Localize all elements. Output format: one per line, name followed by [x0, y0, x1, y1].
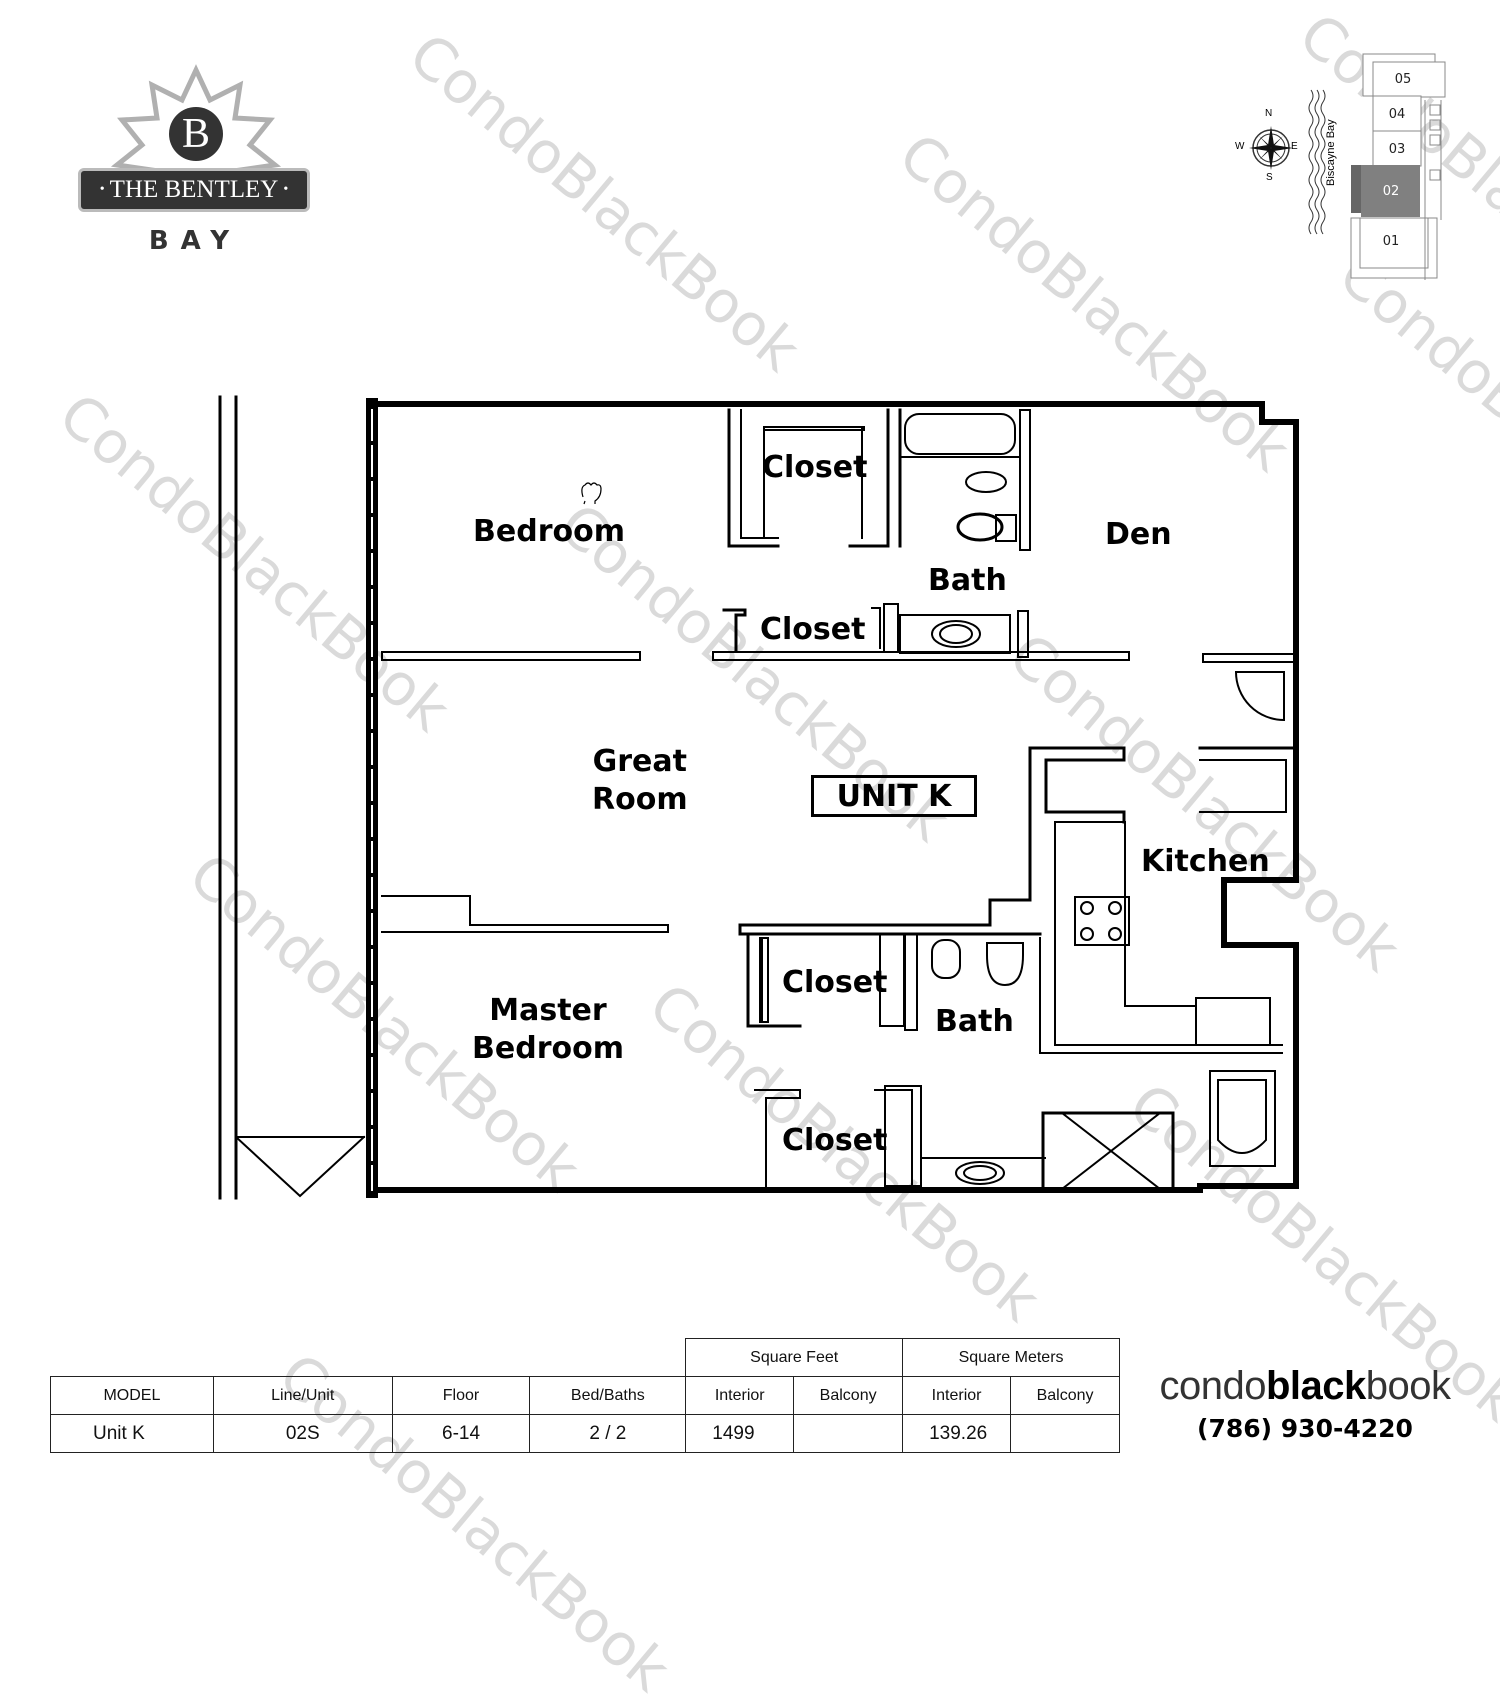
header-sqft-interior: Interior	[685, 1376, 795, 1415]
room-label-bedroom: Bedroom	[473, 514, 625, 549]
room-label-kitchen: Kitchen	[1141, 844, 1270, 879]
logo-subtitle: BAY	[148, 226, 242, 256]
unit-tag: UNIT K	[811, 775, 977, 817]
brand-part-condo: condo	[1159, 1364, 1266, 1408]
building-logo: B •THE BENTLEY• BAY	[70, 60, 320, 270]
cell-sqm-balcony	[1010, 1414, 1120, 1453]
compass-west: W	[1235, 141, 1245, 152]
svg-text:03: 03	[1389, 142, 1406, 157]
floor-plan-walls	[218, 395, 1299, 1200]
header-model: MODEL	[50, 1376, 214, 1415]
compass-south: S	[1266, 172, 1273, 183]
brand-part-book: book	[1365, 1364, 1451, 1408]
room-label-bath-2: Bath	[935, 1004, 1014, 1039]
cell-bed-baths: 2 / 2	[529, 1414, 687, 1453]
room-label-closet-4: Closet	[782, 1123, 888, 1158]
brand-phone[interactable]: (786) 930-4220	[1197, 1414, 1413, 1443]
room-label-closet-1: Closet	[762, 450, 868, 485]
compass-icon	[1249, 126, 1293, 170]
cell-sqm-interior: 139.26	[902, 1414, 1012, 1453]
logo-name: THE BENTLEY	[109, 176, 279, 203]
svg-text:05: 05	[1395, 72, 1412, 87]
room-label-bath-1: Bath	[928, 563, 1007, 598]
brand-block: condoblackbook (786) 930-4220	[1135, 1366, 1475, 1443]
cell-sqft-balcony	[793, 1414, 904, 1453]
table-row: Unit K 02S 6-14 2 / 2 1499 139.26	[50, 1414, 1120, 1453]
hand-cursor-icon	[581, 482, 602, 505]
svg-text:04: 04	[1389, 107, 1406, 122]
header-bed-baths: Bed/Baths	[529, 1376, 687, 1415]
room-label-closet-2: Closet	[760, 612, 866, 647]
room-label-master-bedroom: Master Bedroom	[472, 992, 624, 1067]
great-room-line2: Room	[592, 781, 688, 817]
cell-sqft-interior: 1499	[685, 1414, 795, 1453]
floor-plan: Bedroom Closet Den Bath Closet Great Roo…	[218, 395, 1299, 1200]
header-line-unit: Line/Unit	[212, 1376, 393, 1415]
highlighted-unit-02	[1361, 165, 1420, 217]
cell-floor: 6-14	[391, 1414, 531, 1453]
room-label-closet-3: Closet	[782, 965, 888, 1000]
compass-east: E	[1291, 141, 1298, 152]
logo-banner: •THE BENTLEY•	[78, 168, 310, 212]
cell-model: Unit K	[50, 1414, 214, 1453]
logo-monogram: B	[181, 111, 210, 157]
water-waves-icon	[1308, 89, 1326, 235]
key-plan: 05 04 03 02 01 N S E W Biscayne Bay	[1225, 50, 1465, 290]
room-label-den: Den	[1105, 517, 1172, 552]
header-sqm-interior: Interior	[902, 1376, 1012, 1415]
header-square-feet: Square Feet	[685, 1338, 904, 1377]
brand-logo: condoblackbook	[1135, 1366, 1475, 1406]
header-floor: Floor	[391, 1376, 531, 1415]
master-line1: Master	[489, 993, 607, 1028]
cell-line-unit: 02S	[212, 1414, 393, 1453]
svg-text:02: 02	[1383, 184, 1400, 199]
master-line2: Bedroom	[472, 1030, 624, 1066]
header-sqm-balcony: Balcony	[1010, 1376, 1120, 1415]
unit-info-table: Square Feet Square Meters MODEL Line/Uni…	[50, 1338, 1120, 1453]
header-square-meters: Square Meters	[902, 1338, 1120, 1377]
svg-text:01: 01	[1383, 234, 1400, 249]
compass-north: N	[1265, 108, 1273, 119]
header-sqft-balcony: Balcony	[793, 1376, 904, 1415]
brand-part-black: black	[1265, 1364, 1366, 1408]
great-room-line1: Great	[592, 744, 687, 779]
room-label-great-room: Great Room	[592, 743, 688, 818]
